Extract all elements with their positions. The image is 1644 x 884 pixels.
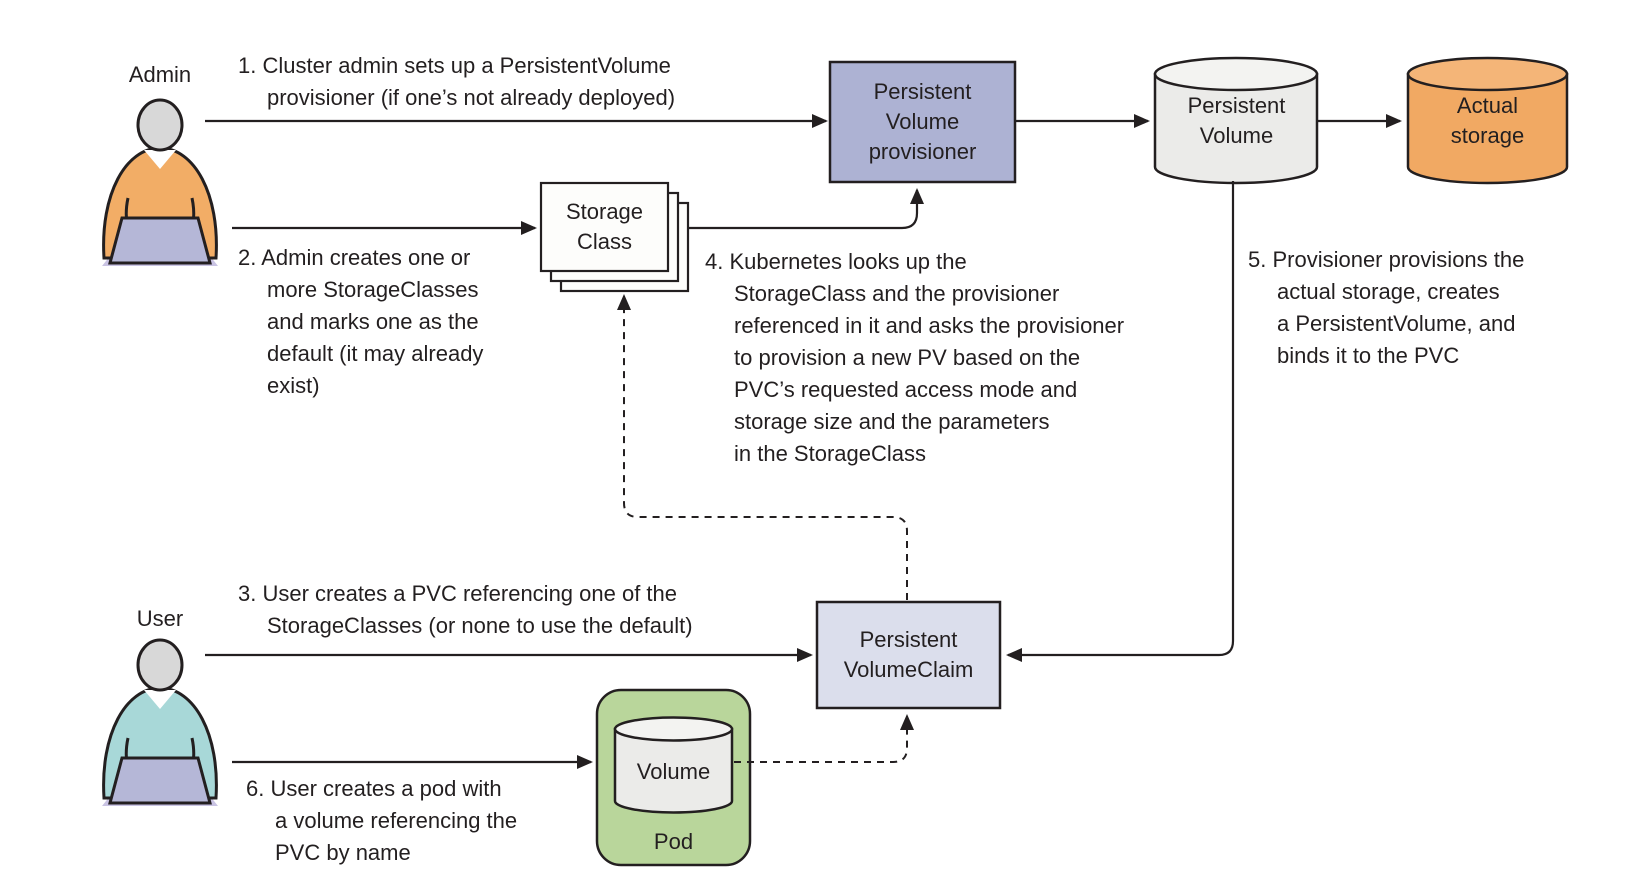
persistent-volume-cylinder — [1153, 56, 1319, 185]
pvc-box — [815, 600, 1002, 710]
pod-label: Pod — [653, 829, 694, 854]
actual-storage-label: Actual storage — [1450, 93, 1525, 148]
note-step-2: 2. Admin creates one or more StorageClas… — [238, 245, 484, 398]
cylinder-top — [1153, 56, 1319, 92]
collar — [144, 690, 176, 709]
storage-class-stack — [539, 181, 690, 293]
cylinder-body — [1406, 72, 1569, 185]
storage-class-sheet-front — [539, 181, 670, 273]
admin-head — [136, 98, 184, 152]
admin-person-icon — [102, 98, 218, 266]
dashed-arrow-volume-to-pvc — [734, 714, 914, 763]
pvc-box-label: Persistent VolumeClaim — [843, 627, 974, 682]
provisioner-box — [828, 60, 1017, 184]
actual-storage-cylinder — [1406, 56, 1569, 185]
admin-label: Admin — [128, 62, 192, 87]
user-head — [136, 638, 184, 692]
note-step-5: 5. Provisioner provisions the actual sto… — [1248, 247, 1525, 368]
note-step-4: 4. Kubernetes looks up the StorageClass … — [705, 249, 1125, 466]
user-label: User — [136, 606, 184, 631]
provisioner-box-label: Persistent Volume provisioner — [868, 79, 977, 164]
storage-class-label: Storage Class — [565, 199, 644, 254]
cylinder-top — [613, 716, 734, 742]
user-person-icon — [102, 638, 218, 806]
laptop-icon — [108, 216, 212, 265]
arrow-storage-class-to-provisioner — [688, 188, 924, 230]
cylinder-body — [1153, 72, 1319, 185]
persistent-volume-label: Persistent Volume — [1187, 93, 1286, 148]
cylinder-body — [613, 727, 734, 814]
arrow-pv-to-pvc — [1006, 181, 1235, 662]
note-step-6: 6. User creates a pod with a volume refe… — [246, 776, 518, 865]
volume-label: Volume — [636, 759, 711, 784]
collar — [144, 150, 176, 169]
volume-cylinder — [613, 716, 734, 814]
laptop-icon — [108, 756, 212, 805]
cylinder-top — [1406, 56, 1569, 92]
note-step-3: 3. User creates a PVC referencing one of… — [238, 581, 693, 638]
note-step-1: 1. Cluster admin sets up a PersistentVol… — [238, 53, 676, 110]
